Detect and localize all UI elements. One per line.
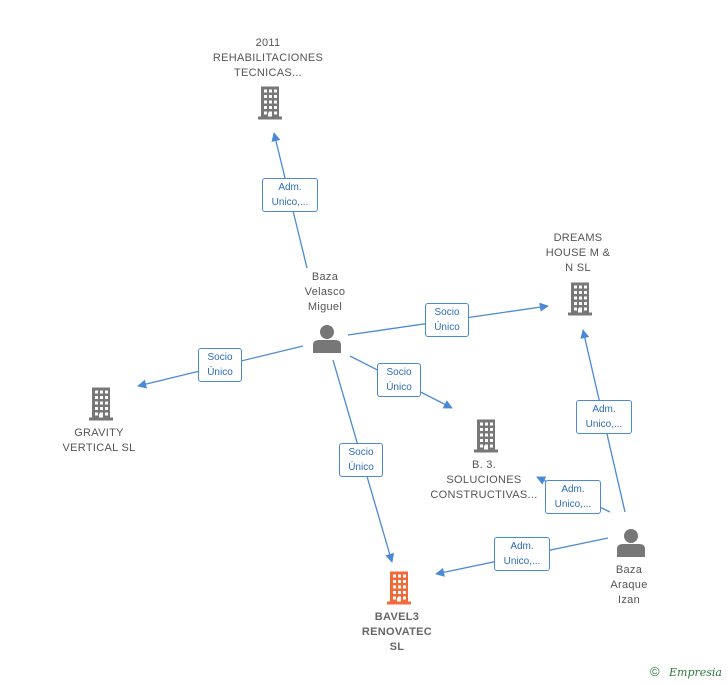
building-icon-bavel[interactable]: [387, 571, 411, 605]
edge-label-line: Socio: [207, 352, 233, 363]
edge-label-line: Único: [434, 322, 460, 333]
edge-label-line: Unico,...: [554, 499, 592, 510]
building-icon-rehab[interactable]: [258, 86, 282, 120]
node-label-line: Baza: [615, 564, 643, 576]
copyright-icon: ©: [650, 664, 660, 679]
edge-label-line: Unico,...: [503, 556, 541, 567]
edge-label-e1[interactable]: Adm. Unico,...: [262, 178, 318, 212]
node-label-line: Velasco: [304, 286, 346, 298]
edge-label-line: Único: [348, 462, 374, 473]
node-label-line: 2011: [255, 37, 281, 49]
node-label-line: GRAVITY: [74, 427, 124, 439]
node-label-line: SL: [389, 641, 405, 653]
edge-label-line: Adm.: [278, 182, 302, 193]
node-label-line: CONSTRUCTIVAS...: [430, 489, 538, 501]
building-icon-b3[interactable]: [474, 419, 498, 453]
node-label-line: TECNICAS...: [233, 67, 303, 79]
edge-label-line: Adm.: [510, 541, 534, 552]
node-label-line: SOLUCIONES: [446, 474, 522, 486]
edge-label-line: Adm.: [592, 404, 616, 415]
node-label-gravity[interactable]: GRAVITY VERTICAL SL: [34, 426, 164, 456]
node-label-line: Baza: [311, 271, 339, 283]
edge-label-line: Adm.: [561, 484, 585, 495]
edge-label-line: Socio: [386, 367, 412, 378]
person-icon-velasco[interactable]: [313, 325, 341, 353]
node-label-line: DREAMS: [553, 232, 603, 244]
edge-label-line: Socio: [434, 307, 460, 318]
person-icon-araque[interactable]: [617, 529, 645, 557]
building-icon-gravity[interactable]: [89, 387, 113, 421]
node-label-line: HOUSE M &: [545, 247, 611, 259]
edge-label-line: Unico,...: [271, 197, 309, 208]
node-label-line: B. 3.: [471, 459, 497, 471]
building-icon-dreams[interactable]: [568, 282, 592, 316]
brand-logo: Empresia: [669, 666, 722, 679]
node-label-line: BAVEL3: [374, 611, 420, 623]
edge-label-line: Único: [207, 367, 233, 378]
node-label-line: RENOVATEC: [361, 626, 433, 638]
node-label-dreams[interactable]: DREAMS HOUSE M & N SL: [513, 231, 643, 276]
node-label-b3[interactable]: B. 3. SOLUCIONES CONSTRUCTIVAS...: [419, 458, 549, 503]
edge-label-line: Socio: [348, 447, 374, 458]
edge-label-e7[interactable]: Adm. Unico,...: [545, 480, 601, 514]
node-label-line: Miguel: [307, 301, 343, 313]
icons-layer: [89, 86, 645, 605]
edge-label-line: Único: [386, 382, 412, 393]
node-label-line: VERTICAL SL: [62, 442, 136, 454]
edge-label-line: Unico,...: [585, 419, 623, 430]
node-label-line: REHABILITACIONES: [212, 52, 324, 64]
edge-label-e6[interactable]: Adm. Unico,...: [576, 400, 632, 434]
node-label-line: N SL: [565, 262, 591, 274]
node-label-line: Araque: [610, 579, 648, 591]
node-label-line: Izan: [618, 594, 640, 606]
edge-label-e8[interactable]: Adm. Unico,...: [494, 537, 550, 571]
